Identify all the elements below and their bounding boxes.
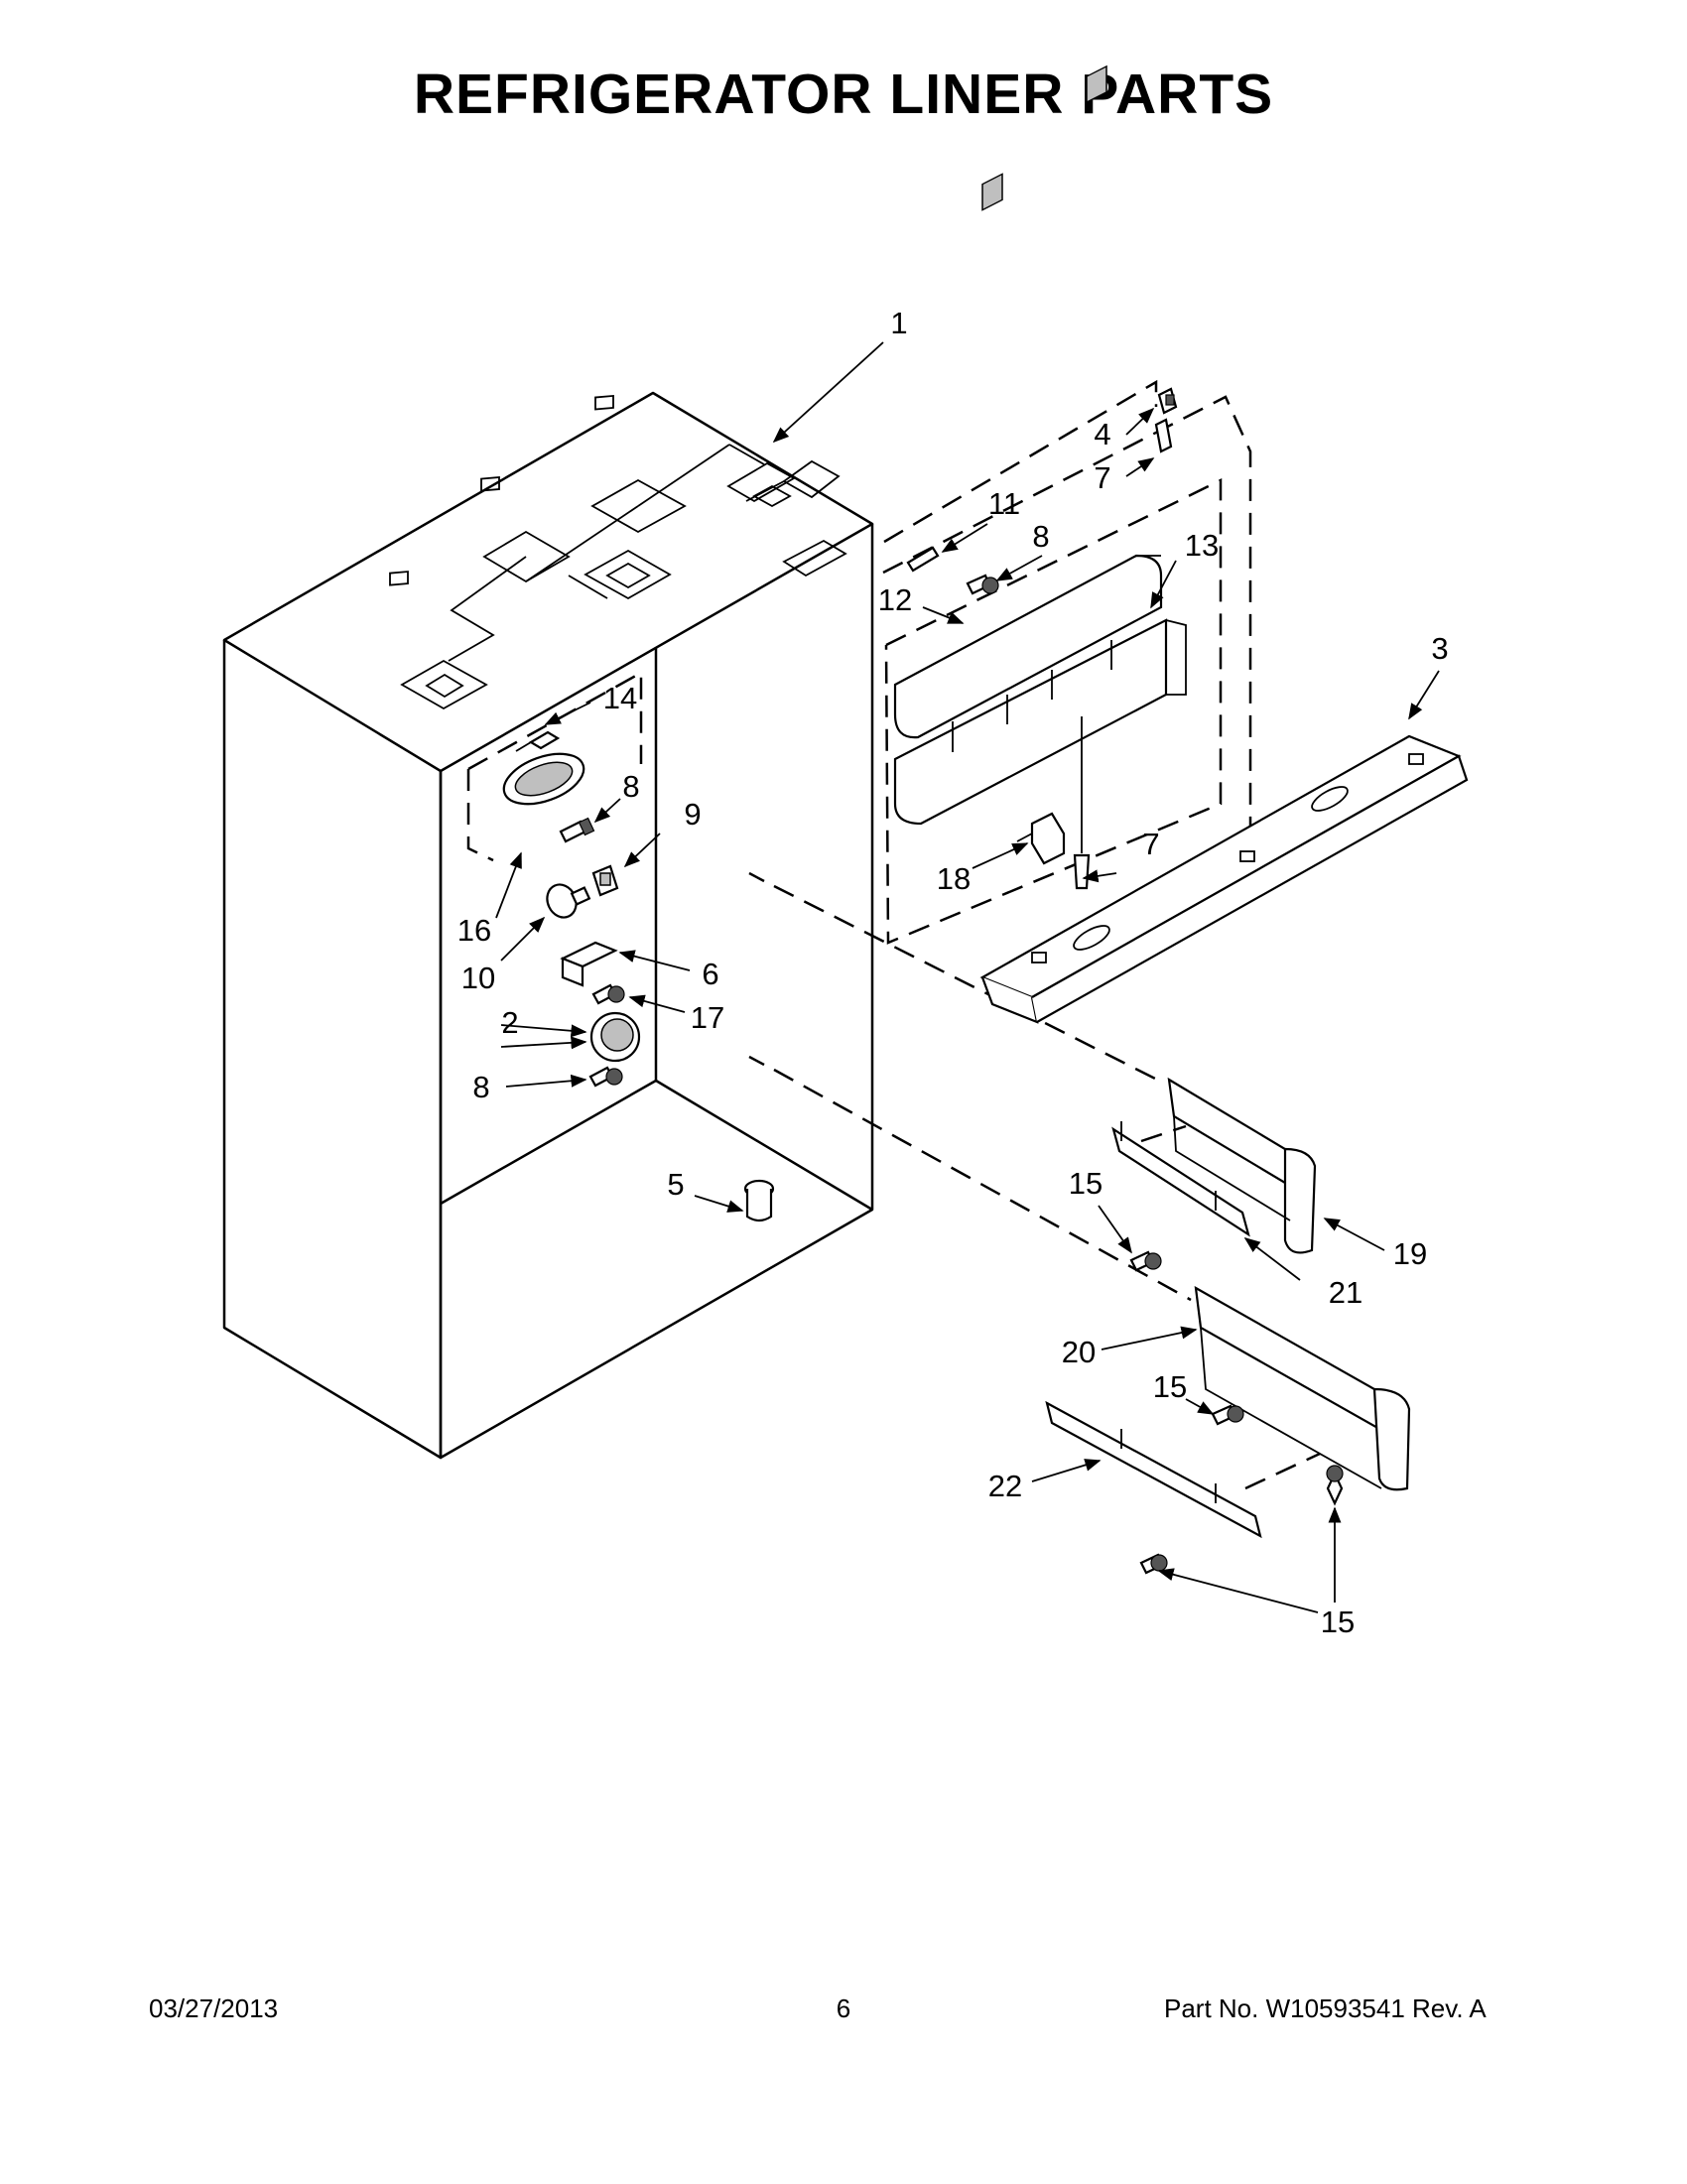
callout-labels: 1 2 3 4 5 6 7 7 8 8 8 9 10 11 12 13 14 1… bbox=[457, 306, 1449, 1639]
part-8-screw-lower bbox=[588, 1066, 623, 1088]
callout-22: 22 bbox=[988, 1469, 1022, 1503]
part-15-screw-middle bbox=[1211, 1404, 1244, 1426]
callout-15-upper: 15 bbox=[1069, 1166, 1103, 1201]
callout-7-lower: 7 bbox=[1142, 827, 1159, 861]
callout-16: 16 bbox=[457, 913, 491, 948]
part-5-drain-fitting bbox=[743, 1179, 775, 1222]
part-18-socket bbox=[1016, 812, 1066, 865]
part-15-screw-bottom-right bbox=[1326, 1465, 1344, 1506]
callout-9: 9 bbox=[684, 797, 701, 832]
part-8-screw-mid bbox=[966, 574, 999, 595]
refrigerator-liner-box bbox=[222, 391, 874, 1460]
callout-8-middle: 8 bbox=[622, 769, 639, 804]
callout-8-lower: 8 bbox=[472, 1070, 489, 1104]
leader-arrows bbox=[495, 341, 1440, 1613]
callout-18: 18 bbox=[937, 861, 971, 896]
callout-12: 12 bbox=[878, 582, 912, 617]
part-16-control-housing bbox=[502, 752, 585, 806]
part-22-slide bbox=[1045, 1400, 1262, 1539]
callout-2: 2 bbox=[501, 1005, 518, 1040]
callout-6: 6 bbox=[702, 957, 718, 991]
part-4-clip bbox=[1157, 387, 1178, 415]
part-14-thermistor bbox=[515, 730, 561, 752]
callout-20: 20 bbox=[1062, 1335, 1096, 1369]
callout-4: 4 bbox=[1094, 417, 1110, 451]
part-8-screw-upper bbox=[559, 817, 595, 843]
callout-10: 10 bbox=[461, 961, 495, 995]
callout-3: 3 bbox=[1431, 631, 1448, 666]
part-10-bulb bbox=[546, 883, 591, 919]
part-19-drawer-cover bbox=[1167, 1077, 1317, 1254]
part-15-screw-upper bbox=[1129, 1250, 1162, 1272]
part-9-bulb-socket bbox=[591, 864, 619, 897]
callout-1: 1 bbox=[890, 306, 907, 340]
part-7-screw-top bbox=[1154, 418, 1173, 453]
callout-15-middle: 15 bbox=[1153, 1369, 1187, 1404]
dashed-group-outlines bbox=[466, 379, 1321, 1490]
footer-page-number: 6 bbox=[836, 1993, 851, 2023]
page-title: REFRIGERATOR LINER PARTS bbox=[413, 63, 1274, 126]
part-15-screw-bottom-left bbox=[1139, 1553, 1168, 1575]
footer-date: 03/27/2013 bbox=[149, 1993, 279, 2023]
part-2-light-cover bbox=[589, 1011, 641, 1063]
part-17-screw bbox=[591, 983, 625, 1005]
part-13-light-housing bbox=[893, 64, 1187, 826]
part-3-support-rail bbox=[979, 734, 1469, 1024]
callout-21: 21 bbox=[1329, 1275, 1363, 1310]
footer-part-number: Part No. W10593541 Rev. A bbox=[1164, 1993, 1487, 2023]
part-21-slide bbox=[1111, 1121, 1250, 1237]
callout-11: 11 bbox=[988, 486, 1020, 521]
callout-17: 17 bbox=[691, 1000, 724, 1035]
callout-5: 5 bbox=[667, 1167, 684, 1202]
part-6-bracket bbox=[560, 941, 618, 987]
callout-14: 14 bbox=[603, 681, 637, 715]
callout-7-upper: 7 bbox=[1094, 460, 1110, 495]
callout-8-upper: 8 bbox=[1032, 519, 1049, 554]
part-11-clip bbox=[906, 546, 940, 573]
callout-19: 19 bbox=[1393, 1236, 1427, 1271]
callout-15-lower: 15 bbox=[1321, 1605, 1355, 1639]
callout-13: 13 bbox=[1185, 528, 1219, 563]
part-20-drawer-cover bbox=[1194, 1285, 1411, 1491]
